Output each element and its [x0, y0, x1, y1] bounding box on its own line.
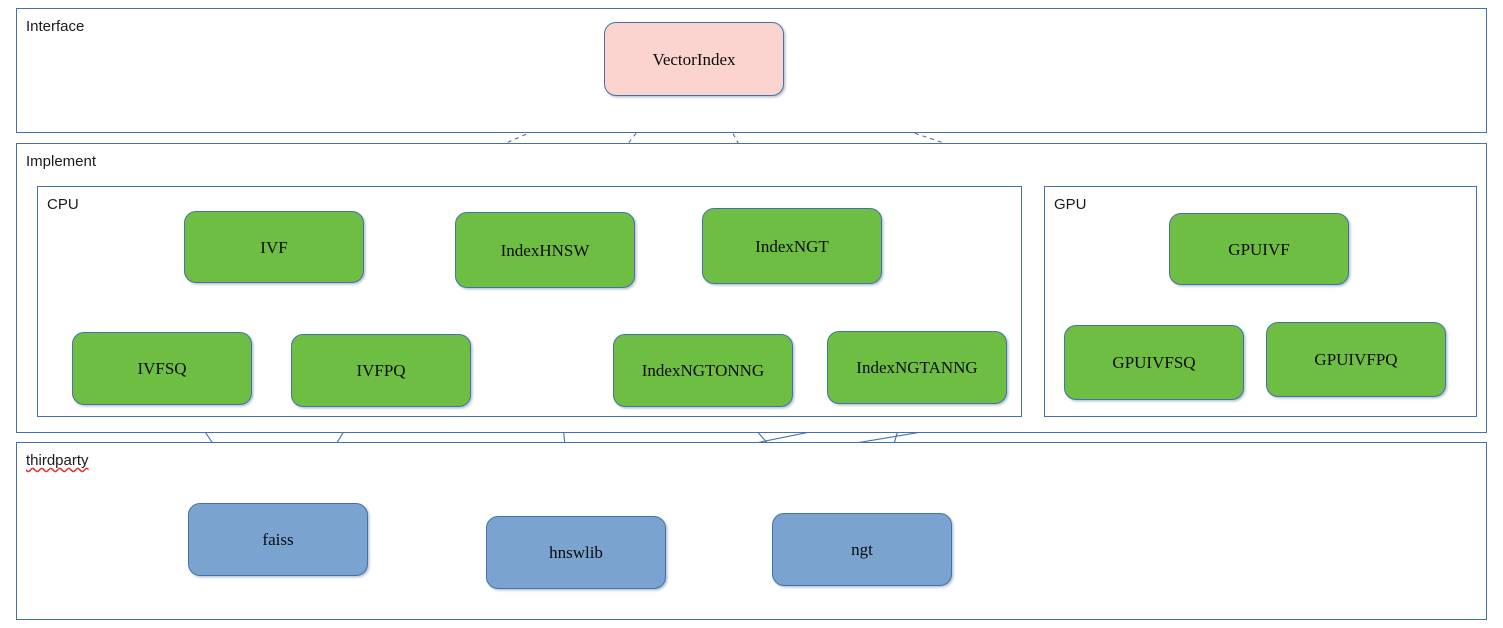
- node-ivf[interactable]: IVF: [184, 211, 364, 283]
- node-indexngtonng[interactable]: IndexNGTONNG: [613, 334, 793, 407]
- node-ngt[interactable]: ngt: [772, 513, 952, 586]
- container-label-thirdparty: thirdparty: [26, 452, 89, 469]
- node-indexngtanng[interactable]: IndexNGTANNG: [827, 331, 1007, 404]
- node-gpuivfpq[interactable]: GPUIVFPQ: [1266, 322, 1446, 397]
- node-faiss[interactable]: faiss: [188, 503, 368, 576]
- node-gpuivfsq[interactable]: GPUIVFSQ: [1064, 325, 1244, 400]
- node-vectorindex[interactable]: VectorIndex: [604, 22, 784, 96]
- node-ivfsq[interactable]: IVFSQ: [72, 332, 252, 405]
- node-gpuivf[interactable]: GPUIVF: [1169, 213, 1349, 285]
- node-ivfpq[interactable]: IVFPQ: [291, 334, 471, 407]
- node-indexngt[interactable]: IndexNGT: [702, 208, 882, 284]
- container-label-gpu: GPU: [1054, 196, 1087, 213]
- node-hnswlib[interactable]: hnswlib: [486, 516, 666, 589]
- container-label-interface: Interface: [26, 18, 85, 35]
- container-label-cpu: CPU: [47, 196, 79, 213]
- container-label-implement: Implement: [26, 153, 97, 170]
- node-indexhnsw[interactable]: IndexHNSW: [455, 212, 635, 288]
